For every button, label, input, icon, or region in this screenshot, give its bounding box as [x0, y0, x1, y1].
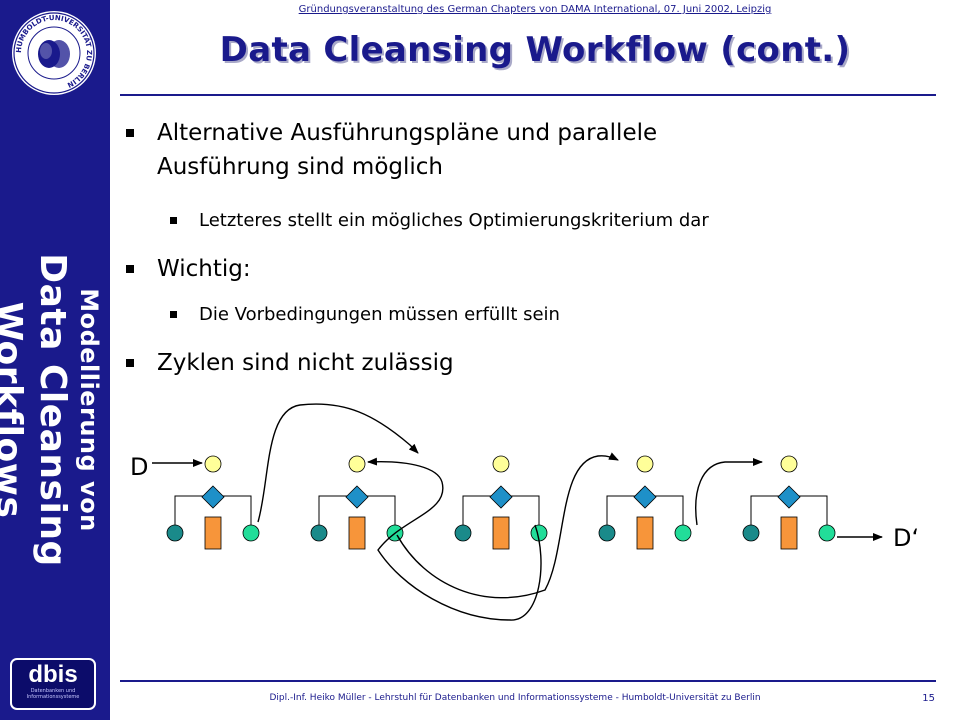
dbis-logo-subtext: Datenbanken und Informationssysteme [26, 688, 80, 700]
workflow-arrow [396, 452, 619, 599]
title-divider [120, 94, 936, 96]
bullet-text: Wichtig: [157, 256, 251, 282]
node-right-circle [818, 524, 836, 542]
sub-bullet-text: Letzteres stellt ein mögliches Optimieru… [199, 210, 709, 231]
node-decision-diamond [201, 485, 225, 509]
node-left-circle [310, 524, 328, 542]
node-decision-diamond [777, 485, 801, 509]
slide-title: Data Cleansing Workflow (cont.) [219, 30, 851, 70]
node-left-circle [166, 524, 184, 542]
node-process-box [780, 516, 798, 550]
node-left-circle [454, 524, 472, 542]
workflow-node [166, 455, 260, 550]
sub-bullet-item: Letzteres stellt ein mögliches Optimieru… [170, 208, 709, 234]
node-input-circle [636, 455, 654, 473]
node-input-circle [780, 455, 798, 473]
bullet-marker [126, 359, 134, 367]
workflow-arrow [367, 457, 542, 621]
sidebar-main-title: Data Cleansing Workflows [0, 253, 73, 567]
node-left-circle [598, 524, 616, 542]
bullet-item: Wichtig: [126, 252, 251, 286]
bullet-text: Zyklen sind nicht zulässig [157, 350, 454, 376]
sidebar-subtitle: Modellierung von [75, 288, 103, 532]
workflow-node [598, 455, 692, 550]
node-process-box [492, 516, 510, 550]
node-input-circle [492, 455, 510, 473]
footer-divider [120, 680, 936, 682]
bullet-marker [170, 217, 177, 224]
bullet-marker [126, 265, 134, 273]
node-decision-diamond [489, 485, 513, 509]
workflow-arrow [257, 403, 419, 523]
node-input-circle [348, 455, 366, 473]
node-process-box [636, 516, 654, 550]
dbis-logo-name: dbis [28, 661, 78, 688]
node-decision-diamond [633, 485, 657, 509]
node-process-box [348, 516, 366, 550]
footer-text: Dipl.-Inf. Heiko Müller - Lehrstuhl für … [269, 693, 761, 703]
node-process-box [204, 516, 222, 550]
bullet-text: Alternative Ausführungspläne und paralle… [157, 120, 658, 180]
bullet-marker [126, 129, 134, 137]
node-decision-diamond [345, 485, 369, 509]
node-input-circle [204, 455, 222, 473]
event-header: Gründungsveranstaltung des German Chapte… [298, 4, 772, 15]
workflow-node [310, 455, 404, 550]
node-right-circle [674, 524, 692, 542]
page-number: 15 [922, 693, 935, 704]
bullet-item: Zyklen sind nicht zulässig [126, 346, 454, 380]
bullet-marker [170, 311, 177, 318]
workflow-node [742, 455, 836, 550]
university-seal-icon: HUMBOLDT-UNIVERSITÄT ZU BERLIN [12, 11, 96, 95]
sub-bullet-text: Die Vorbedingungen müssen erfüllt sein [199, 304, 560, 325]
workflow-diagram: D D‘ [130, 403, 919, 621]
node-right-circle [242, 524, 260, 542]
sidebar: HUMBOLDT-UNIVERSITÄT ZU BERLIN Modellier… [0, 0, 110, 720]
sidebar-title: Modellierung von Data Cleansing Workflow… [0, 140, 110, 680]
workflow-arrow [695, 458, 763, 526]
output-label: D‘ [893, 524, 919, 552]
bullet-item: Alternative Ausführungspläne und paralle… [126, 116, 766, 184]
input-label: D [130, 453, 148, 481]
sub-bullet-item: Die Vorbedingungen müssen erfüllt sein [170, 302, 560, 328]
dbis-logo: dbis Datenbanken und Informationssysteme [10, 658, 96, 710]
workflow-node [454, 455, 548, 550]
node-left-circle [742, 524, 760, 542]
